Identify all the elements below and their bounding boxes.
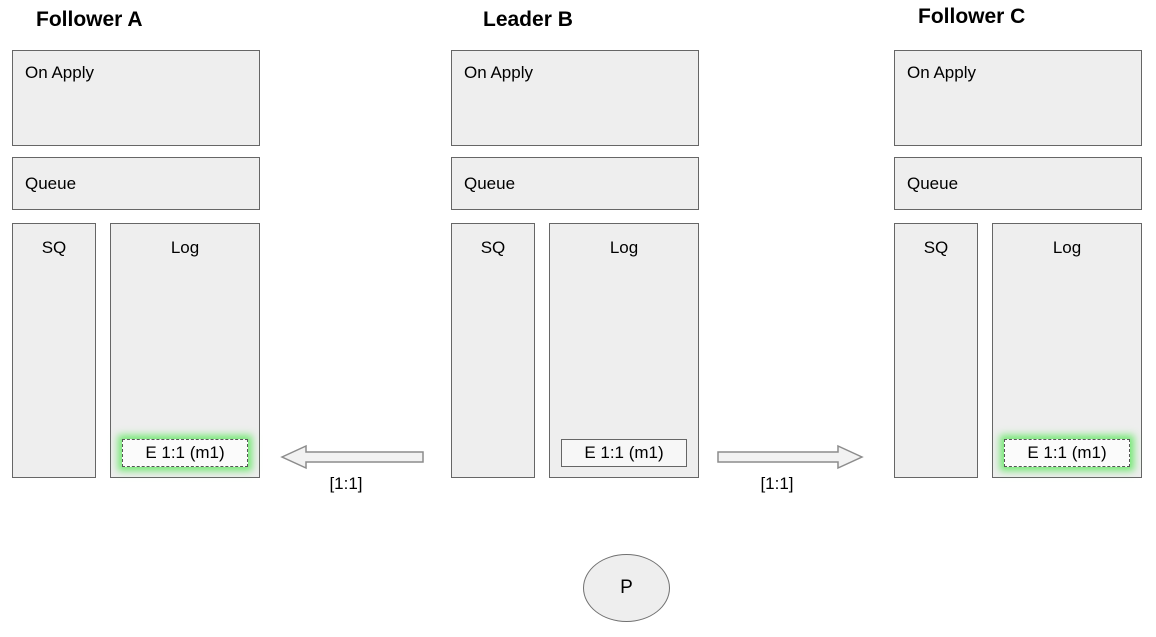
on-apply-box-follower-c: On Apply <box>894 50 1142 146</box>
node-follower-c: Follower C On Apply Queue SQ Log E 1:1 (… <box>894 0 1142 500</box>
log-label: Log <box>1052 238 1082 257</box>
log-entry-follower-a: E 1:1 (m1) <box>122 439 248 467</box>
edge-label-right: [1:1] <box>760 474 794 493</box>
sq-label: SQ <box>41 238 67 257</box>
log-box-leader-b: Log E 1:1 (m1) <box>549 223 699 478</box>
node-leader-b: Leader B On Apply Queue SQ Log E 1:1 (m1… <box>451 0 699 500</box>
log-entry-leader-b: E 1:1 (m1) <box>561 439 687 467</box>
sq-box-follower-c: SQ <box>894 223 978 478</box>
replicate-arrow-left-icon <box>280 443 425 471</box>
queue-box-follower-c: Queue <box>894 157 1142 210</box>
node-title-follower-c: Follower C <box>918 5 1026 28</box>
node-follower-a: Follower A On Apply Queue SQ Log E 1:1 (… <box>12 0 260 500</box>
queue-label: Queue <box>464 173 516 193</box>
sq-box-leader-b: SQ <box>451 223 535 478</box>
on-apply-label: On Apply <box>25 63 94 82</box>
edge-label-left: [1:1] <box>329 474 363 493</box>
sq-label: SQ <box>480 238 506 257</box>
on-apply-box-follower-a: On Apply <box>12 50 260 146</box>
replicate-arrow-right-icon <box>716 443 864 471</box>
log-entry-follower-c: E 1:1 (m1) <box>1004 439 1130 467</box>
log-label: Log <box>609 238 639 257</box>
node-title-follower-a: Follower A <box>36 8 143 31</box>
log-box-follower-a: Log E 1:1 (m1) <box>110 223 260 478</box>
node-title-leader-b: Leader B <box>483 8 573 31</box>
on-apply-label: On Apply <box>464 63 533 82</box>
log-box-follower-c: Log E 1:1 (m1) <box>992 223 1142 478</box>
process-label: P <box>620 577 633 598</box>
queue-label: Queue <box>907 173 959 193</box>
process-ellipse: P <box>583 554 670 622</box>
on-apply-label: On Apply <box>907 63 976 82</box>
queue-box-leader-b: Queue <box>451 157 699 210</box>
queue-label: Queue <box>25 173 77 193</box>
on-apply-box-leader-b: On Apply <box>451 50 699 146</box>
sq-box-follower-a: SQ <box>12 223 96 478</box>
sq-label: SQ <box>923 238 949 257</box>
log-label: Log <box>170 238 200 257</box>
queue-box-follower-a: Queue <box>12 157 260 210</box>
